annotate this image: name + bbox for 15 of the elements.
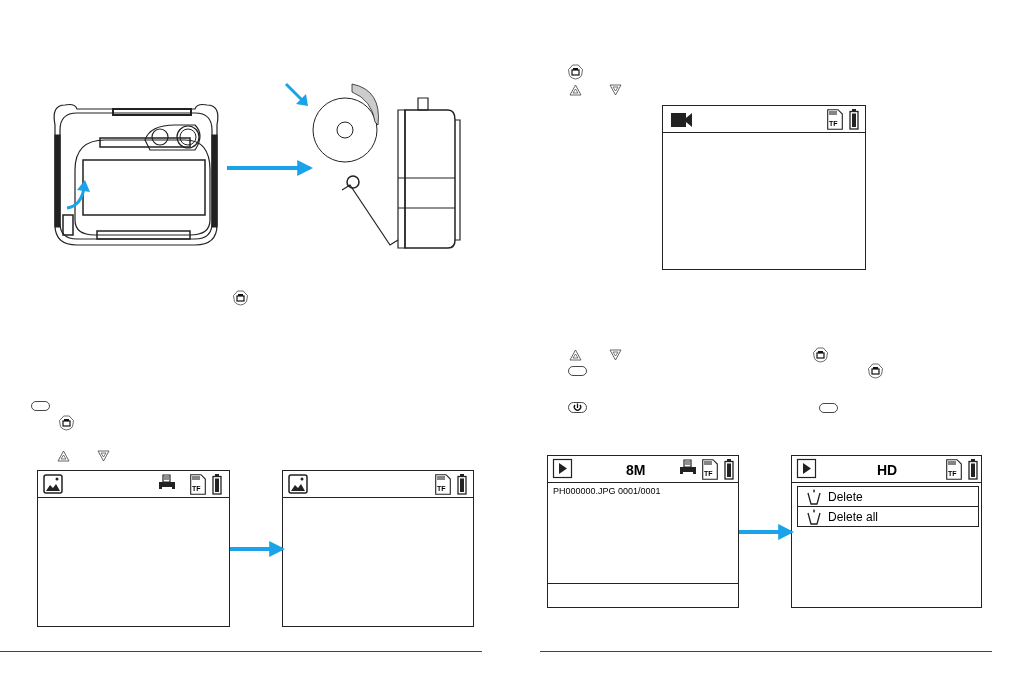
lcd-screen: [662, 105, 866, 270]
menu-item-label: Delete all: [828, 510, 879, 524]
lcd-screen: [37, 470, 230, 627]
arrow: [739, 524, 795, 540]
lcd-screen: [547, 455, 739, 608]
lcd-screen: [791, 455, 982, 608]
resolution-label: HD: [877, 462, 898, 478]
menu-item: [797, 506, 979, 527]
arrow: [230, 541, 286, 557]
menu-item-label: Delete: [828, 490, 863, 504]
file-name-text: PH000000.JPG 0001/0001: [553, 486, 661, 496]
lcd-screen: [282, 470, 474, 627]
arrow: [227, 160, 314, 176]
menu-item: [797, 486, 979, 507]
resolution-label: 8M: [626, 462, 646, 478]
